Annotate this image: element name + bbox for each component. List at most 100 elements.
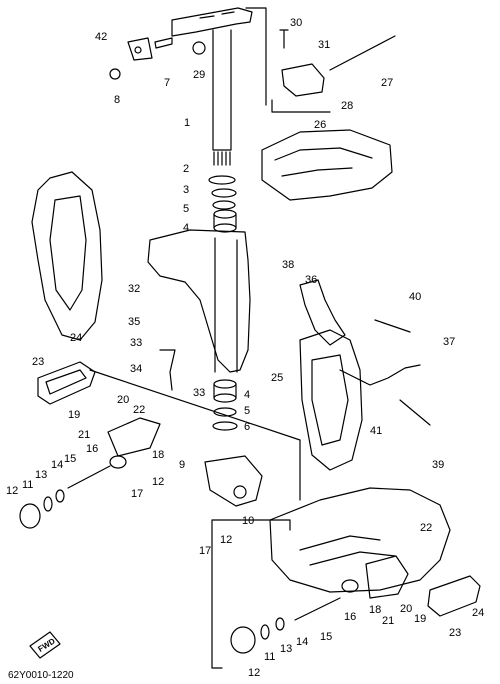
callout-13-left: 13 — [35, 469, 47, 481]
callout-29: 29 — [193, 69, 205, 81]
washer-3 — [211, 188, 237, 198]
bolt-15-left — [67, 465, 111, 489]
clamp-bracket-left-inner — [49, 195, 87, 311]
bolt-30 — [279, 29, 289, 49]
frame-line-upper — [271, 99, 331, 113]
lower-housing-fins — [299, 535, 396, 566]
washer-6 — [212, 421, 238, 431]
callout-4-upper: 4 — [183, 222, 189, 234]
washer-14-left — [55, 489, 65, 503]
callout-17-upper: 17 — [131, 488, 143, 500]
callout-38: 38 — [282, 259, 294, 271]
callout-28: 28 — [341, 100, 353, 112]
callout-25: 25 — [271, 372, 283, 384]
bracket-18-right — [365, 555, 409, 599]
callout-21-left: 21 — [78, 429, 90, 441]
callout-24-left: 24 — [70, 332, 82, 344]
callout-36: 36 — [305, 274, 317, 286]
bolt-39 — [399, 399, 431, 426]
steering-arm — [171, 7, 253, 37]
callout-34: 34 — [130, 363, 142, 375]
callout-4-lower: 4 — [244, 389, 250, 401]
bushing-4-lower — [213, 383, 237, 399]
callout-16-right: 16 — [344, 611, 356, 623]
washer-5 — [212, 200, 236, 210]
bushing-4-bottom — [213, 223, 237, 233]
rubber-mount-11-left — [19, 503, 41, 529]
callout-12-upper: 12 — [152, 476, 164, 488]
frame-line-lower — [211, 519, 291, 669]
steering-shaft — [212, 29, 232, 151]
frame-line-mid — [89, 369, 301, 501]
callout-41: 41 — [370, 425, 382, 437]
callout-5-lower: 5 — [244, 405, 250, 417]
callout-39: 39 — [432, 459, 444, 471]
lower-housing — [269, 487, 451, 593]
bracket-42 — [127, 37, 153, 61]
upper-mount-bracket — [261, 129, 393, 201]
swivel-bracket — [147, 229, 251, 373]
callout-14-left: 14 — [51, 459, 63, 471]
callout-11-right: 11 — [264, 651, 275, 663]
trim-sensor-36 — [299, 279, 346, 346]
fwd-arrow — [29, 631, 61, 659]
callout-42: 42 — [95, 31, 107, 43]
collar-16-left — [109, 455, 127, 469]
bushing-4-lower-top — [213, 379, 237, 389]
callout-8: 8 — [114, 94, 120, 106]
callout-12-left: 12 — [6, 485, 18, 497]
steering-arm-detail — [199, 11, 235, 19]
bolt-27 — [329, 35, 396, 71]
callout-20-right: 20 — [400, 603, 412, 615]
mount-bracket-9 — [204, 455, 263, 507]
callout-22-left: 22 — [133, 404, 145, 416]
callout-6: 6 — [244, 421, 250, 433]
callout-7: 7 — [164, 77, 170, 89]
callout-9: 9 — [179, 459, 185, 471]
callout-1: 1 — [184, 117, 190, 129]
callout-24-right: 24 — [472, 607, 484, 619]
callout-35: 35 — [128, 316, 140, 328]
collar-16-right — [341, 579, 359, 593]
callout-26: 26 — [314, 119, 326, 131]
callout-17-lower: 17 — [199, 545, 211, 557]
clamp-bracket-right-inner — [311, 354, 349, 446]
callout-20-left: 20 — [117, 394, 129, 406]
steering-shaft-splines — [213, 151, 231, 166]
callout-3-upper: 3 — [183, 184, 189, 196]
mount-bracket-9-hole — [233, 485, 247, 499]
callout-12-middle: 12 — [220, 534, 232, 546]
callout-33-lower: 33 — [193, 387, 205, 399]
callout-15-left: 15 — [64, 453, 76, 465]
bushing-4-lower-bottom — [213, 393, 237, 403]
callout-23-left: 23 — [32, 356, 44, 368]
clamp-bracket-right — [299, 329, 363, 471]
swivel-bracket-tube — [214, 237, 238, 373]
callout-13-right: 13 — [280, 643, 292, 655]
diagram-linework — [19, 7, 481, 669]
cover-23-left — [37, 361, 96, 405]
pipe-34 — [159, 349, 176, 391]
callout-5-upper: 5 — [183, 203, 189, 215]
callout-15-right: 15 — [320, 631, 332, 643]
bolt-15-right — [294, 597, 341, 621]
grease-nipple-7 — [154, 37, 173, 49]
cover-23-right — [427, 575, 481, 617]
frame-line-top — [245, 7, 267, 106]
rubber-mount-11-right — [230, 626, 256, 654]
callout-2: 2 — [183, 163, 189, 175]
upper-mount-bracket-detail — [274, 147, 373, 177]
clamp-bracket-left — [31, 171, 103, 341]
washer-5-lower — [213, 407, 237, 417]
callout-12-right: 12 — [248, 667, 260, 679]
callout-18-right: 18 — [369, 604, 381, 616]
callout-11-left: 11 — [22, 479, 33, 491]
nut-29 — [192, 41, 206, 55]
bracket-42-hole — [134, 46, 142, 54]
callout-33-upper: 33 — [130, 337, 142, 349]
callout-21-right: 21 — [382, 615, 394, 627]
callout-10: 10 — [242, 515, 254, 527]
callout-30: 30 — [290, 17, 302, 29]
washer-14-right — [275, 617, 285, 631]
bracket-18-left — [107, 417, 161, 457]
